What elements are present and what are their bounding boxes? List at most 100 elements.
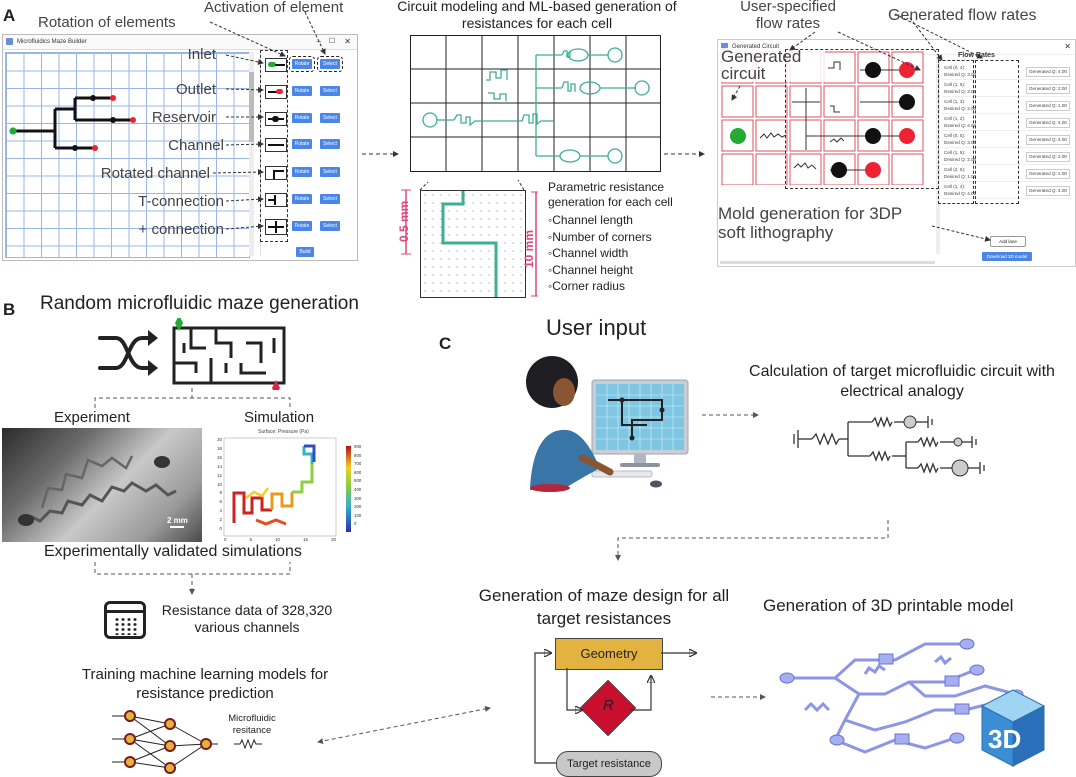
flow-rate-row: Cell (0, 4): Desired Q: 3.00 Generated Q: …	[942, 63, 1072, 80]
colorbar-tick: 200	[354, 504, 362, 510]
param-list-item: ◦Channel length	[548, 213, 633, 227]
app-icon	[6, 38, 13, 45]
maximize-icon[interactable]: ☐	[328, 38, 335, 45]
rotate-button-rotated-channel[interactable]: Rotate	[292, 167, 312, 177]
param-list: ◦Channel length ◦Number of corners ◦Chan…	[548, 212, 652, 295]
generated-scrollbar-horizontal[interactable]	[720, 261, 935, 264]
sim-x-tick: 10	[275, 537, 280, 542]
callout-generated-flow: Generated flow rates	[888, 7, 1037, 24]
builder-scrollbar[interactable]	[249, 52, 254, 256]
rotate-button-t-connection[interactable]: Rotate	[292, 194, 312, 204]
rotated-channel-element-icon[interactable]	[265, 166, 287, 180]
user-to-calc-arrow	[702, 412, 759, 418]
3d-cube-shape	[980, 689, 1046, 767]
printable-maze-model	[779, 638, 1024, 754]
callout-rotation: Rotation of elements	[38, 14, 176, 31]
sim-y-tick: 20	[217, 437, 222, 442]
sim-y-ticks: 20 18 16 14 12 10 8 6 4 2 0	[214, 436, 222, 534]
colorbar-tick: 400	[354, 486, 362, 492]
maze-design-label: Generation of maze design for all target…	[478, 586, 730, 628]
flow-desired-cell: Cell (0, 4): Desired Q: 3.00	[944, 64, 976, 78]
builder-grid-canvas[interactable]	[5, 52, 250, 258]
microfluidic-resistance-label: Microfluidic resitance	[228, 713, 276, 736]
random-maze-title: Random microfluidic maze generation	[40, 293, 359, 314]
flow-desired-value: Desired Q: 3.00	[944, 72, 977, 77]
simulation-plot-title: Surface: Pressure (Pa)	[258, 429, 309, 435]
flow-rate-row: Cell (1, 5): Desired Q: 2.00 Generated Q: …	[942, 148, 1072, 165]
param-list-item: ◦Channel height	[548, 262, 633, 277]
flow-desired-value: Desired Q: 3.00	[944, 89, 977, 94]
rotate-button-channel[interactable]: Rotate	[292, 139, 312, 149]
download-3d-model-button[interactable]: Download 3D model	[982, 252, 1032, 261]
flow-desired-value: Desired Q: 2.00	[944, 106, 977, 111]
param-list-item: ◦Number of corners	[548, 229, 652, 244]
flow-cell-id: Cell (0, 4):	[944, 65, 966, 70]
calc-to-maze-arrow	[615, 520, 889, 561]
plus-connection-element-icon[interactable]	[265, 219, 287, 235]
colorbar-tick: 0	[354, 521, 357, 527]
flow-generated-value: Generated Q: 2.00	[1025, 84, 1070, 94]
select-button-channel[interactable]: Select	[320, 139, 340, 149]
inlet-element-icon[interactable]	[265, 58, 287, 72]
flow-rate-row: Cell (2, 5):Desired Q: 1.00 Generated Q: …	[942, 165, 1072, 182]
scale-bar-label: 2 mm	[167, 516, 188, 525]
maze-builder-window: Microfluidics Maze Builder – ☐ ✕ Build	[2, 34, 358, 261]
t-connection-element-icon[interactable]	[265, 193, 287, 207]
rotate-button-outlet[interactable]: Rotate	[292, 86, 312, 96]
element-label-plus-connection: + connection	[138, 221, 224, 238]
build-button[interactable]: Build	[296, 247, 314, 257]
sim-x-tick: 15	[303, 537, 308, 542]
panel-a-letter: A	[3, 6, 16, 25]
neural-network-icon	[112, 710, 262, 774]
flow-generated-value: Generated Q: 2.00	[1025, 152, 1070, 162]
select-button-inlet[interactable]: Select	[317, 56, 343, 72]
sim-x-tick: 20	[331, 537, 336, 542]
rotate-button-plus-connection[interactable]: Rotate	[292, 221, 312, 231]
outlet-element-icon[interactable]	[265, 85, 287, 99]
parametric-channel-path	[441, 191, 498, 297]
flow-desired-value: Desired Q: 2.00	[944, 157, 977, 162]
3d-cube-label: 3D	[988, 724, 1022, 754]
sim-y-tick: 2	[219, 517, 222, 523]
training-label: Training machine learning models for res…	[81, 666, 329, 702]
colorbar-tick: 800	[354, 452, 362, 458]
param-list-item: ◦Channel width	[548, 246, 629, 260]
reservoir-element-icon[interactable]	[265, 112, 287, 126]
select-button-rotated-channel[interactable]: Select	[320, 167, 340, 177]
flow-desired-value: Desired Q: 1.00	[944, 174, 977, 179]
select-button-plus-connection[interactable]: Select	[320, 221, 340, 231]
generated-close-icon[interactable]: ✕	[1064, 42, 1071, 51]
builder-scrollbar-thumb[interactable]	[249, 72, 254, 142]
flow-desired-cell: Cell (2, 5):Desired Q: 1.00	[944, 166, 976, 180]
select-button-outlet[interactable]: Select	[320, 86, 340, 96]
close-icon[interactable]: ✕	[344, 37, 351, 46]
geometry-box: Geometry	[555, 638, 663, 670]
validated-label: Experimentally validated simulations	[44, 543, 302, 560]
select-button-t-connection[interactable]: Select	[320, 194, 340, 204]
channel-element-icon[interactable]	[265, 138, 287, 152]
circuit-model-grid	[410, 35, 661, 172]
colorbar-tick: 900	[354, 444, 362, 449]
flow-cell-id: Cell (0, 5):	[944, 133, 966, 138]
element-label-reservoir: Reservoir	[151, 109, 216, 126]
rotate-button-reservoir[interactable]: Rotate	[292, 113, 312, 123]
colorbar-tick: 600	[354, 469, 362, 475]
experiment-photo: 2 mm	[2, 428, 202, 542]
colorbar-ticks: 900 800 700 600 500 400 300 200 100 0	[354, 443, 361, 529]
flow-generated-value: Generated Q: 4.00	[1025, 67, 1070, 77]
flow-cell-id: Cell (1, 2):	[944, 116, 966, 121]
flow-cell-id: Cell (1, 5):	[944, 150, 966, 155]
random-maze-icon	[98, 318, 286, 390]
rotate-button-inlet[interactable]: Rotate	[289, 56, 315, 72]
sim-y-tick: 8	[219, 490, 222, 496]
flow-generated-value: Generated Q: 1.00	[1025, 169, 1070, 179]
select-button-reservoir[interactable]: Select	[320, 113, 340, 123]
flow-generated-value: Generated Q: 4.00	[1025, 186, 1070, 196]
param-scale-height: 10 mm	[522, 229, 536, 268]
sim-y-tick: 6	[219, 499, 222, 505]
resistance-data-label: Resistance data of 328,320 various chann…	[161, 602, 333, 635]
panel-b-letter: B	[3, 300, 16, 319]
parametric-projection-lines	[401, 179, 538, 297]
